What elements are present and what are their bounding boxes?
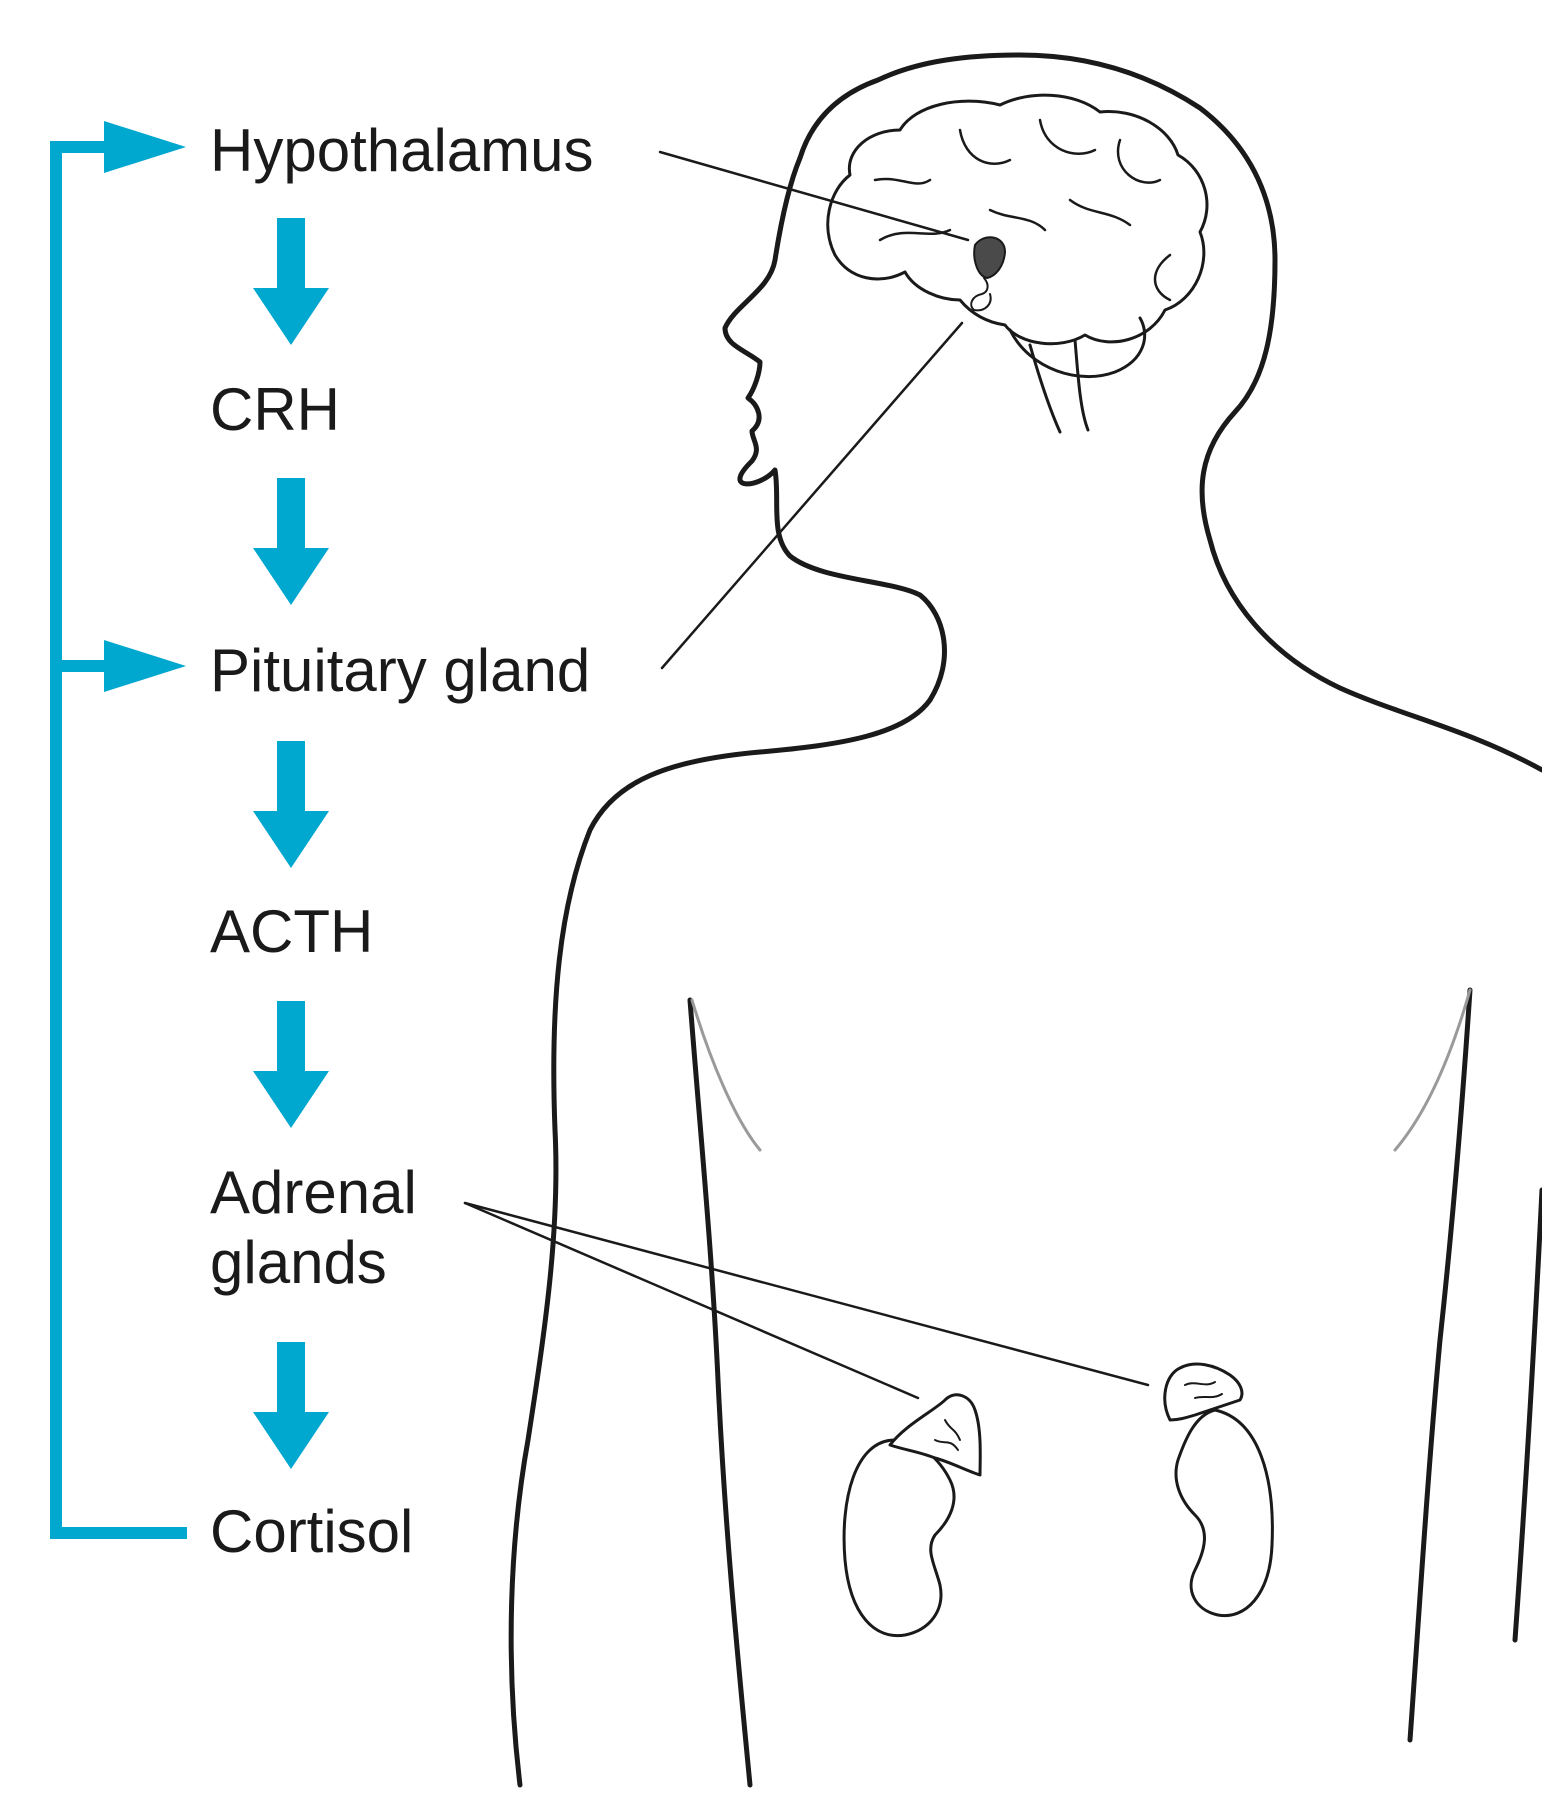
right-kidney (1174, 1408, 1274, 1618)
right-adrenal-texture (1184, 1381, 1223, 1399)
cerebellum-outline (1008, 316, 1147, 379)
head-neck-shoulders-outline (508, 52, 1542, 1788)
label-hypothalamus: Hypothalamus (210, 117, 594, 184)
leader-lines (463, 150, 1150, 1400)
feedback-arrow-pituitary (104, 640, 186, 692)
pituitary-gland-shape (970, 277, 992, 312)
down-arrow-2 (253, 478, 329, 605)
label-crh: CRH (210, 376, 340, 443)
leader-adrenal-left (463, 1201, 920, 1400)
label-adrenal-glands: Adrenal glands (210, 1158, 417, 1298)
down-arrow-5 (253, 1342, 329, 1469)
leader-hypothalamus (658, 150, 970, 242)
brain-folds (873, 118, 1172, 302)
hypothalamus-gland (973, 236, 1006, 279)
body-outline (508, 52, 1542, 1788)
left-arm-edge (687, 997, 753, 1788)
leader-pituitary (660, 321, 964, 670)
leader-adrenal-right (463, 1201, 1150, 1387)
torso-right-edge (1407, 987, 1473, 1743)
cerebrum-outline (826, 93, 1209, 346)
right-outer-edge (1512, 1187, 1542, 1643)
left-kidney (842, 1438, 956, 1638)
label-adrenal-line1: Adrenal (210, 1159, 417, 1226)
feedback-top-stub (50, 141, 106, 153)
down-arrow-1 (253, 218, 329, 345)
down-arrow-4 (253, 1001, 329, 1128)
right-armpit-shade (1393, 988, 1472, 1152)
feedback-mid-stub (50, 660, 106, 672)
brain (826, 93, 1209, 434)
left-adrenal-texture (934, 1419, 961, 1451)
left-adrenal-gland (888, 1393, 982, 1477)
kidneys (842, 1362, 1274, 1638)
label-adrenal-line2: glands (210, 1229, 387, 1296)
feedback-bottom-bar (50, 1527, 187, 1539)
brainstem (1028, 338, 1090, 434)
flow-arrows (253, 218, 329, 1469)
feedback-arrow-hypothalamus (104, 121, 186, 173)
label-pituitary-gland: Pituitary gland (210, 637, 591, 704)
down-arrow-3 (253, 741, 329, 868)
feedback-loop (50, 121, 187, 1539)
left-armpit-shade (690, 998, 762, 1152)
feedback-vertical-bar (50, 141, 62, 1539)
right-adrenal-gland (1163, 1362, 1244, 1422)
label-acth: ACTH (210, 898, 374, 965)
label-cortisol: Cortisol (210, 1498, 414, 1565)
